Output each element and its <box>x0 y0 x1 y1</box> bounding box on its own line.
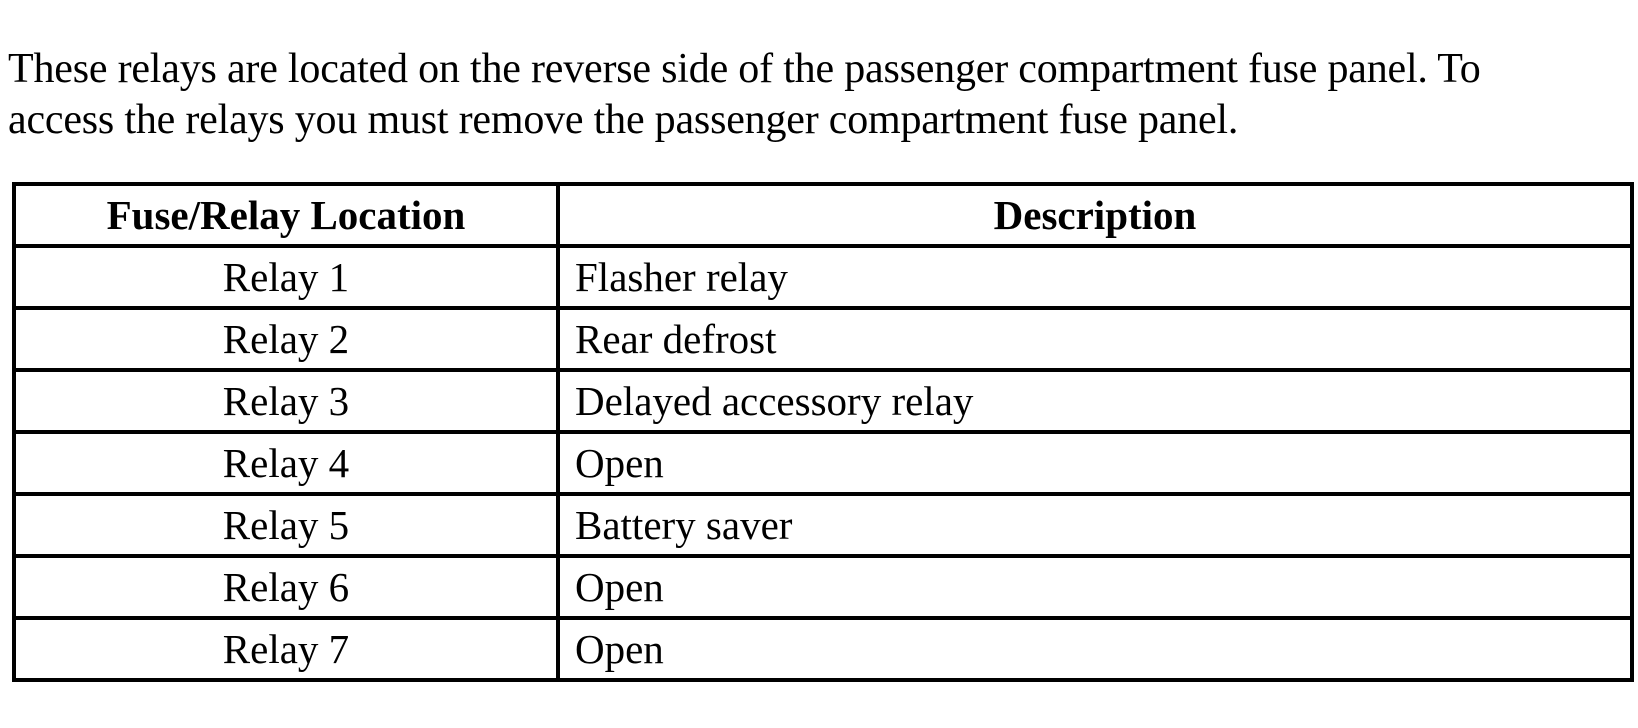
cell-relay-location: Relay 4 <box>12 430 560 496</box>
cell-relay-location: Relay 1 <box>12 244 560 310</box>
cell-relay-description: Open <box>556 616 1634 682</box>
cell-relay-description: Open <box>556 430 1634 496</box>
cell-relay-location: Relay 7 <box>12 616 560 682</box>
cell-relay-description: Delayed accessory relay <box>556 368 1634 434</box>
cell-relay-location: Relay 6 <box>12 554 560 620</box>
cell-relay-description: Open <box>556 554 1634 620</box>
cell-relay-location: Relay 5 <box>12 492 560 558</box>
column-header-description: Description <box>556 182 1634 248</box>
table-header-row: Fuse/Relay Location Description <box>12 182 1634 248</box>
intro-paragraph: These relays are located on the reverse … <box>8 46 1481 143</box>
table-header: Fuse/Relay Location Description <box>12 182 1634 248</box>
cell-relay-description: Rear defrost <box>556 306 1634 372</box>
cell-relay-description: Battery saver <box>556 492 1634 558</box>
column-header-location: Fuse/Relay Location <box>12 182 560 248</box>
cell-relay-location: Relay 3 <box>12 368 560 434</box>
cell-relay-location: Relay 2 <box>12 306 560 372</box>
cell-relay-description: Flasher relay <box>556 244 1634 310</box>
